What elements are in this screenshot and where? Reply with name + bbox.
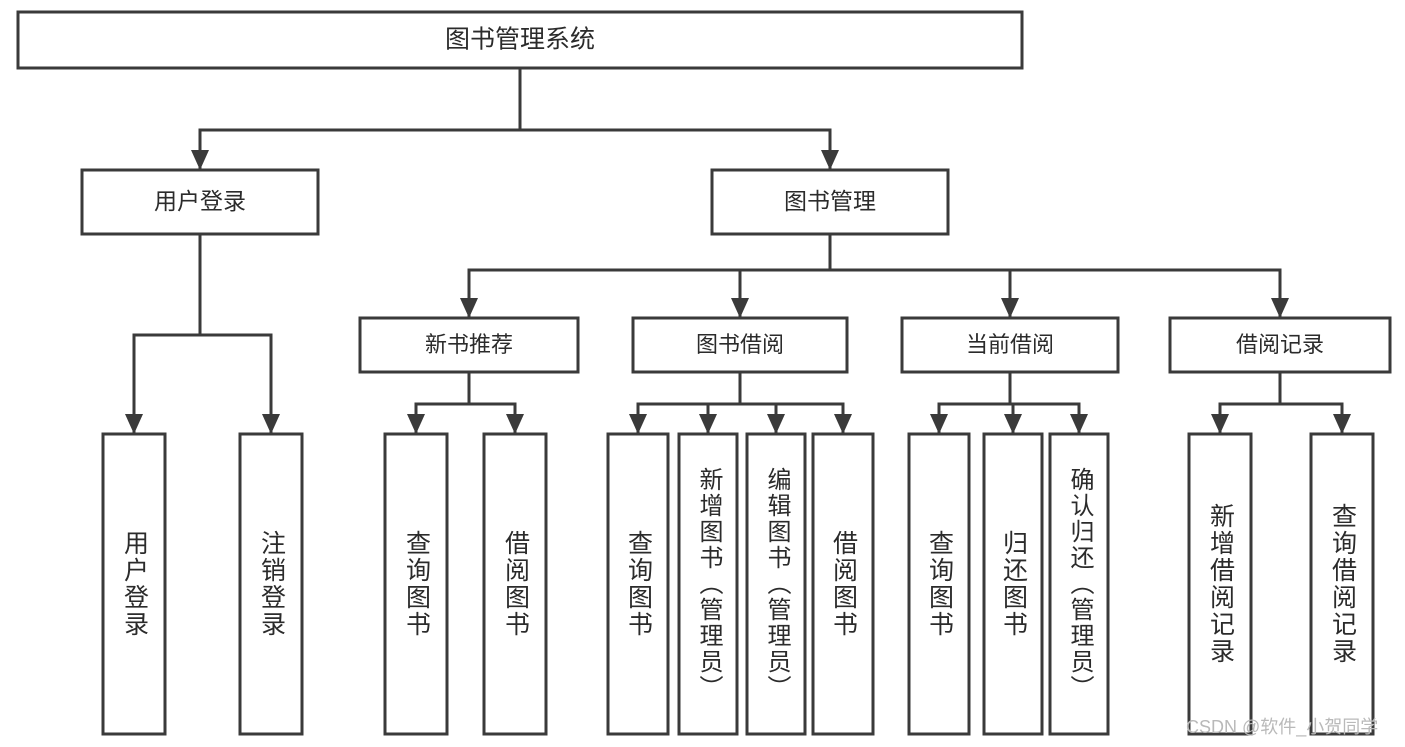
node-box-leaf-user-login[interactable] bbox=[101, 432, 167, 736]
arrow-head-icon bbox=[767, 414, 785, 434]
arrow-head-icon bbox=[262, 414, 280, 434]
arrow-head-icon bbox=[1001, 298, 1019, 318]
node-box-root[interactable] bbox=[16, 10, 1024, 70]
node-box-book-borrow[interactable] bbox=[631, 316, 849, 374]
node-box-leaf-return-book[interactable] bbox=[982, 432, 1044, 736]
arrow-head-icon bbox=[834, 414, 852, 434]
arrow-head-icon bbox=[1333, 414, 1351, 434]
node-box-leaf-query-book-cur[interactable] bbox=[907, 432, 971, 736]
node-box-leaf-borrow-book-rec[interactable] bbox=[482, 432, 548, 736]
arrow-head-icon bbox=[460, 298, 478, 318]
node-label-root: 图书管理系统 bbox=[445, 26, 595, 54]
node-label-book-manage: 图书管理 bbox=[784, 188, 876, 214]
arrow-head-icon bbox=[1271, 298, 1289, 318]
node-box-leaf-query-book-rec[interactable] bbox=[383, 432, 449, 736]
node-box-layer bbox=[16, 10, 1392, 736]
node-box-borrow-record[interactable] bbox=[1168, 316, 1392, 374]
node-box-book-manage[interactable] bbox=[710, 168, 950, 236]
arrow-head-icon bbox=[1211, 414, 1229, 434]
arrow-head-icon bbox=[699, 414, 717, 434]
arrow-head-icon bbox=[930, 414, 948, 434]
arrow-head-icon bbox=[629, 414, 647, 434]
arrow-head-icon bbox=[731, 298, 749, 318]
node-box-leaf-query-record[interactable] bbox=[1309, 432, 1375, 736]
node-box-leaf-add-book[interactable] bbox=[677, 432, 739, 736]
node-label-book-borrow: 图书借阅 bbox=[696, 332, 784, 357]
node-box-leaf-logout[interactable] bbox=[238, 432, 304, 736]
arrow-head-icon bbox=[506, 414, 524, 434]
arrow-head-icon bbox=[407, 414, 425, 434]
node-label-user-login: 用户登录 bbox=[154, 188, 246, 214]
arrow-head-icon bbox=[191, 150, 209, 170]
node-box-leaf-query-book-bor[interactable] bbox=[606, 432, 670, 736]
node-box-leaf-confirm-return[interactable] bbox=[1048, 432, 1110, 736]
node-box-leaf-add-record[interactable] bbox=[1187, 432, 1253, 736]
node-box-leaf-borrow-book-bor[interactable] bbox=[811, 432, 875, 736]
node-label-borrow-record: 借阅记录 bbox=[1236, 332, 1324, 357]
arrow-head-icon bbox=[821, 150, 839, 170]
node-label-current-borrow: 当前借阅 bbox=[966, 332, 1054, 357]
node-box-leaf-edit-book[interactable] bbox=[745, 432, 807, 736]
watermark-text: CSDN @软件_小贺同学 bbox=[1186, 717, 1379, 737]
node-box-current-borrow[interactable] bbox=[900, 316, 1120, 374]
arrow-head-icon bbox=[125, 414, 143, 434]
arrow-head-icon bbox=[1004, 414, 1022, 434]
arrow-head-icon bbox=[1070, 414, 1088, 434]
node-label-new-book-rec: 新书推荐 bbox=[425, 332, 513, 357]
node-box-new-book-rec[interactable] bbox=[358, 316, 580, 374]
node-box-user-login[interactable] bbox=[80, 168, 320, 236]
connector-layer bbox=[125, 66, 1351, 436]
